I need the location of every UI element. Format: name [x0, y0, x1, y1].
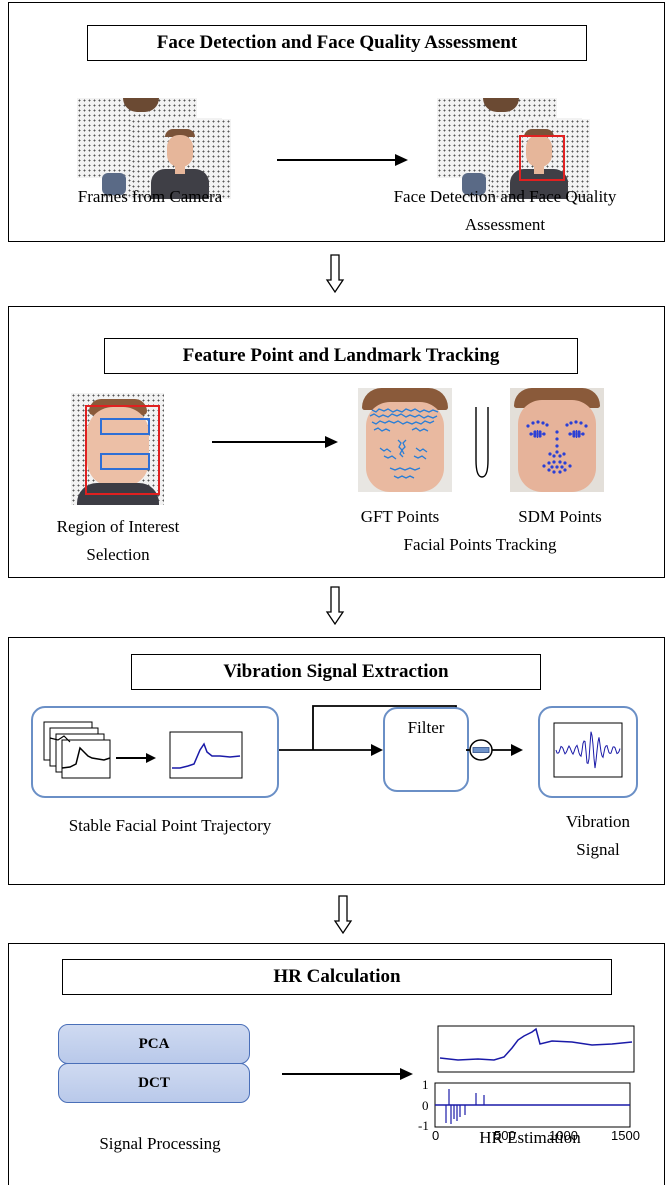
face-detection-title: Face Detection and Face Quality Assessme… [87, 25, 587, 61]
processing-caption: Signal Processing [99, 1134, 221, 1153]
pca-block: PCA [58, 1024, 250, 1064]
x-tick-1500: 1500 [611, 1128, 640, 1142]
y-tick-1: 1 [422, 1080, 429, 1092]
down-arrow-1 [325, 254, 345, 294]
y-tick-0: 0 [422, 1098, 429, 1113]
face-detection-box [519, 135, 565, 181]
feature-tracking-title: Feature Point and Landmark Tracking [104, 338, 578, 374]
detection-caption-line2: Assessment [464, 215, 546, 234]
y-tick-neg1: -1 [418, 1118, 429, 1133]
separator-bracket [475, 407, 489, 478]
hr-plot-bottom: 1 0 -1 0 500 1000 1500 [418, 1080, 640, 1142]
tracking-caption: Facial Points Tracking [403, 535, 557, 554]
frames-caption: Frames from Camera [77, 187, 223, 206]
x-tick-1000: 1000 [549, 1128, 578, 1142]
down-arrow-2 [325, 586, 345, 626]
roi-face-box [85, 405, 160, 495]
hr-plot-top [437, 1025, 635, 1073]
sdm-caption: SDM Points [518, 507, 602, 526]
trajectory-caption: Stable Facial Point Trajectory [68, 816, 272, 835]
dct-block: DCT [58, 1063, 250, 1103]
subtract-node [466, 739, 493, 761]
detected-frame-front [490, 119, 590, 199]
gft-points-overlay [369, 408, 439, 479]
vibration-caption-line1: Vibration [565, 812, 631, 831]
x-tick-0: 0 [432, 1128, 439, 1142]
filter-label: Filter [407, 718, 445, 737]
hr-calculation-title: HR Calculation [62, 959, 612, 995]
down-arrow-3 [333, 895, 353, 935]
gft-caption: GFT Points [360, 507, 440, 526]
vibration-caption-line2: Signal [576, 840, 620, 859]
camera-frame-front [131, 119, 231, 199]
flow-arrow-right-1 [277, 154, 408, 166]
roi-caption-line1: Region of Interest [56, 517, 180, 536]
flow-arrow-right-2 [212, 436, 338, 448]
vibration-title: Vibration Signal Extraction [131, 654, 541, 690]
detection-caption-line1: Face Detection and Face Quality [393, 187, 617, 206]
x-tick-500: 500 [494, 1128, 516, 1142]
gft-face-image [358, 388, 452, 492]
flow-arrow-right-4 [282, 1068, 413, 1080]
estimation-caption: HR Estimation [479, 1128, 581, 1147]
vibration-signal-plot [553, 722, 623, 778]
sdm-face-image [510, 388, 604, 492]
sdm-points-overlay [526, 420, 588, 474]
roi-cheek-box [100, 453, 150, 470]
roi-caption-line2: Selection [86, 545, 150, 564]
roi-forehead-box [100, 418, 150, 435]
trajectory-plots [43, 721, 243, 779]
